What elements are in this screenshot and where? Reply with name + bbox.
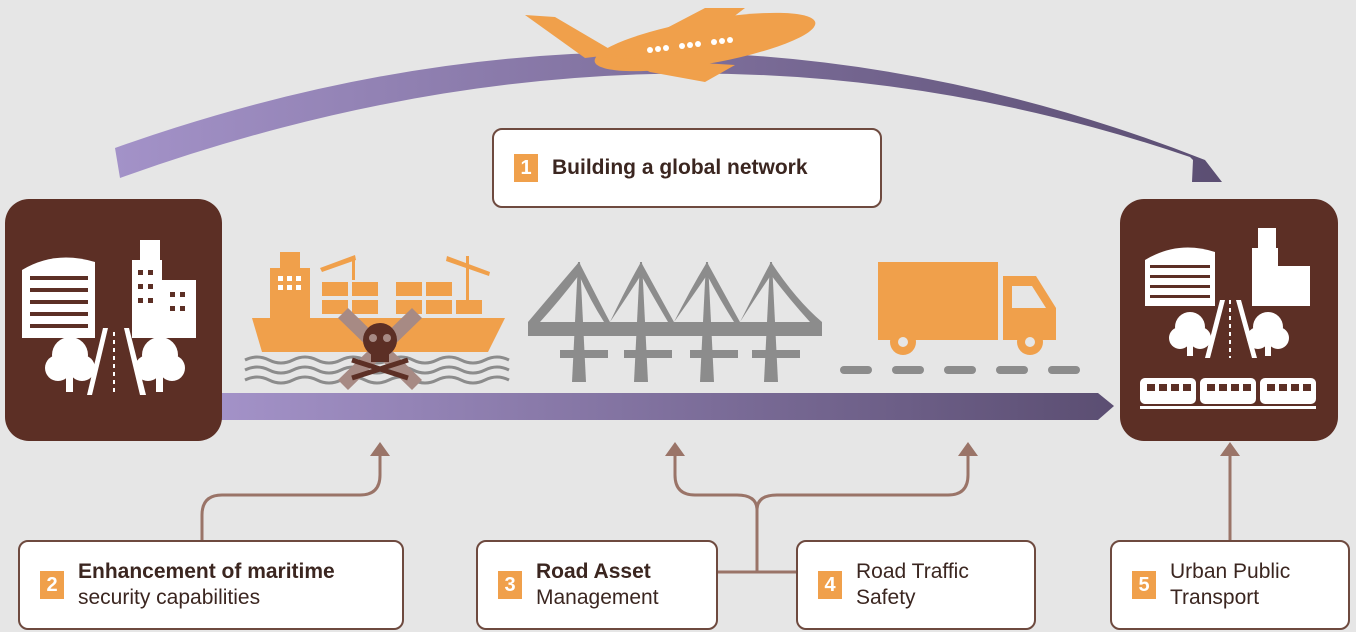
arrowhead-urban [1220, 442, 1240, 456]
label-global-network: 1 Building a global network [492, 128, 882, 208]
label-number: 5 [1132, 571, 1156, 599]
label-number: 3 [498, 571, 522, 599]
arrowhead-road-safety [958, 442, 978, 456]
suspension-bridge-icon [528, 262, 822, 382]
pirate-skull-icon [338, 308, 422, 390]
sea-waves [244, 355, 510, 385]
truck-icon [840, 262, 1080, 374]
label-number: 4 [818, 571, 842, 599]
label-line1: Road Traffic [856, 560, 969, 583]
city-buildings-icon [5, 199, 222, 441]
global-arc-arrow [115, 51, 1222, 182]
label-line1: Enhancement of maritime [78, 560, 335, 583]
arrowhead-maritime [370, 442, 390, 456]
airplane-icon [525, 8, 816, 82]
label-road-safety: 4 Road Traffic Safety [796, 540, 1036, 630]
label-road-asset: 3 Road Asset Management [476, 540, 718, 630]
arrowhead-road-asset [665, 442, 685, 456]
label-urban-transport: 5 Urban Public Transport [1110, 540, 1350, 630]
label-line2: Management [536, 586, 659, 609]
label-line2: Safety [856, 586, 916, 609]
label-line2: Transport [1170, 586, 1260, 609]
city-buildings-train-icon [1120, 199, 1338, 441]
label-line1: Road Asset [536, 560, 651, 583]
flow-bar-arrow [220, 393, 1114, 420]
label-text: Building a global network [552, 156, 808, 179]
label-number: 1 [514, 154, 538, 182]
connector-road [673, 452, 970, 574]
label-line1: Urban Public [1170, 560, 1291, 583]
label-number: 2 [40, 571, 64, 599]
connector-maritime [200, 452, 382, 540]
label-maritime-security: 2 Enhancement of maritime security capab… [18, 540, 404, 630]
label-line2: security capabilities [78, 586, 261, 609]
